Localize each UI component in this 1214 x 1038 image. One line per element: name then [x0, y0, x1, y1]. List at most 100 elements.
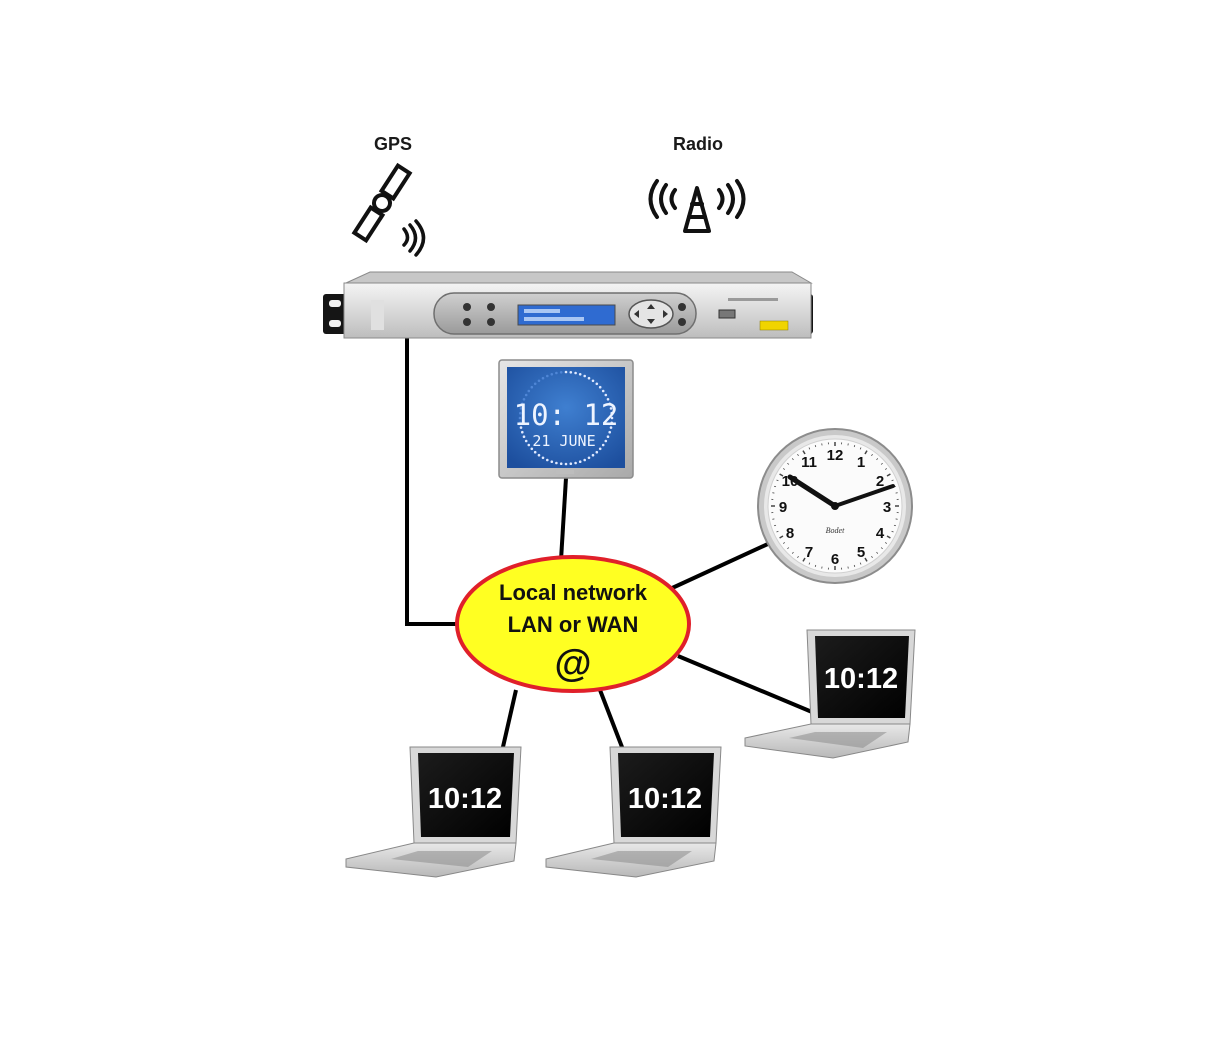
digital-clock-second-dot — [541, 376, 545, 380]
analog-clock-tick — [808, 562, 811, 565]
analog-clock-tick — [782, 542, 786, 544]
gps-label: GPS — [374, 134, 412, 154]
digital-clock-second-dot — [533, 450, 537, 454]
laptop-time: 10:12 — [824, 663, 898, 695]
analog-clock-tick — [884, 542, 888, 544]
digital-clock-second-dot — [555, 461, 558, 465]
digital-clock-second-dot — [601, 389, 605, 393]
digital-clock-second-dot — [519, 426, 523, 429]
analog-clock-tick — [859, 562, 862, 565]
analog-clock-number: 8 — [786, 525, 794, 542]
analog-clock-tick — [853, 564, 856, 568]
analog-clock-tick — [876, 458, 879, 461]
analog-clock-tick — [787, 547, 790, 550]
laptop-middle: 10:12 — [545, 746, 722, 878]
analog-clock-tick — [787, 462, 790, 465]
analog-clock-number: 6 — [831, 551, 839, 568]
digital-clock-second-dot — [574, 461, 577, 465]
analog-clock-tick — [880, 547, 883, 550]
satellite-icon — [351, 162, 413, 244]
analog-clock-tick — [797, 555, 799, 559]
digital-clock-second-dot — [609, 426, 613, 429]
radio-tower-icon — [648, 179, 746, 233]
digital-clock-second-dot — [574, 371, 577, 375]
time-server — [323, 271, 813, 339]
digital-clock-second-dot — [521, 402, 524, 406]
digital-clock-second-dot — [527, 389, 531, 393]
digital-clock-second-dot — [519, 421, 522, 425]
link-digital-clock-network — [559, 477, 568, 561]
analog-clock-tick — [884, 468, 888, 470]
analog-clock-tick — [871, 555, 873, 559]
laptop-screen — [618, 753, 714, 837]
radio-label: Radio — [673, 134, 723, 154]
digital-clock-second-dot — [578, 460, 582, 464]
digital-clock-second-dot — [537, 453, 541, 457]
analog-clock-number: 2 — [876, 473, 884, 490]
analog-clock-number: 5 — [857, 544, 865, 561]
digital-clock-second-dot — [555, 371, 558, 375]
analog-clock-tick — [864, 557, 868, 562]
digital-clock-second-dot — [519, 407, 523, 410]
analog-clock-tick — [808, 447, 811, 450]
digital-clock-second-dot — [598, 385, 602, 389]
digital-clock-second-dot — [604, 439, 608, 443]
digital-clock-second-dot — [601, 443, 605, 447]
local-network-subtitle: LAN or WAN — [508, 612, 639, 637]
digital-clock-second-dot — [609, 407, 613, 410]
digital-clock-second-dot — [546, 458, 549, 462]
digital-clock-second-dot — [550, 373, 554, 376]
analog-clock-ticks — [771, 442, 899, 570]
digital-clock-second-dot — [610, 421, 613, 425]
radio-source: Radio — [648, 134, 746, 233]
analog-clock-tick — [871, 453, 873, 457]
digital-clock-second-dot — [522, 398, 526, 401]
link-server-network — [405, 338, 458, 626]
digital-clock-second-dot — [583, 458, 586, 462]
analog-clock-tick — [859, 447, 862, 450]
digital-clock-second-dot — [527, 443, 531, 447]
digital-clock-date: 21 JUNE — [532, 432, 595, 450]
digital-clock-second-dot — [608, 430, 611, 434]
analog-clock-tick — [853, 444, 856, 448]
analog-clock-tick — [779, 535, 784, 539]
analog-clock-tick — [773, 485, 777, 488]
analog-clock-tick — [797, 453, 799, 457]
digital-clock-second-dot — [569, 462, 573, 466]
usb-port — [718, 309, 736, 319]
digital-clock-second-dot — [564, 462, 568, 466]
server-lcd-display — [517, 304, 616, 326]
analog-clock-tick — [864, 450, 868, 455]
digital-clock-second-dot — [604, 393, 608, 397]
analog-clock-number: 9 — [779, 499, 787, 516]
analog-clock-tick — [791, 551, 794, 554]
analog-clock-tick — [779, 473, 784, 477]
digital-clock-second-dot — [610, 416, 614, 420]
digital-clock-second-dot — [583, 374, 586, 378]
digital-clock-second-dot — [595, 450, 599, 454]
digital-clock-second-dot — [578, 373, 582, 376]
analog-clock-minute-hand — [833, 484, 895, 508]
gps-signal-waves — [402, 219, 426, 257]
digital-clock-time: 10: 12 — [514, 398, 619, 432]
digital-clock-second-dot — [518, 416, 522, 420]
analog-clock-number: 1 — [857, 454, 865, 471]
gps-source: GPS — [351, 134, 426, 257]
digital-clock-second-dot — [537, 379, 541, 383]
digital-clock-second-dot — [530, 385, 534, 389]
digital-clock-second-dot — [606, 435, 610, 439]
analog-clock-tick — [802, 557, 806, 562]
analog-clock-tick — [773, 524, 777, 527]
analog-clock-tick — [814, 564, 817, 568]
digital-clock-second-dot — [559, 462, 563, 466]
time-server-top — [345, 271, 813, 284]
digital-clock-second-dot — [519, 411, 522, 415]
digital-clock-screen — [507, 367, 625, 468]
digital-clock-second-dot — [606, 398, 610, 401]
digital-clock-second-dot — [521, 430, 524, 434]
local-network-title: Local network — [499, 580, 648, 605]
analog-clock-tick — [776, 479, 779, 482]
digital-clock-second-dot — [595, 382, 599, 386]
server-buttons-right — [678, 303, 686, 326]
